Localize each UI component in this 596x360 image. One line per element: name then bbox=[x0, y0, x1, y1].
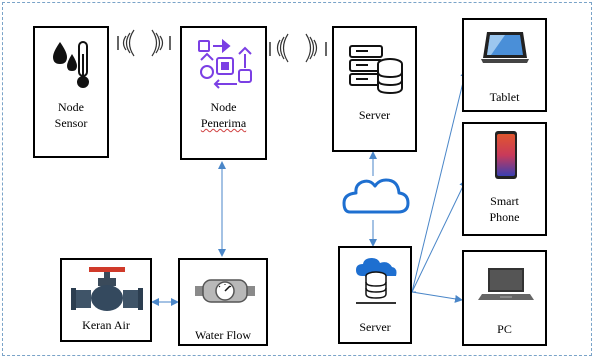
water-drops-thermometer-icon bbox=[53, 41, 89, 88]
keran-air-box: Keran Air bbox=[60, 258, 152, 342]
pc-label: PC bbox=[497, 322, 512, 336]
connector-server-tablet bbox=[411, 69, 469, 293]
pc-box: PC bbox=[462, 250, 547, 346]
water-valve-icon bbox=[71, 267, 143, 311]
keran-air-label: Keran Air bbox=[82, 318, 130, 332]
cloud-server-icon bbox=[356, 258, 397, 304]
laptop-icon bbox=[478, 268, 534, 300]
server-database-icon bbox=[349, 45, 403, 95]
smart-phone-box: Smart Phone bbox=[462, 122, 547, 236]
node-sensor-box: Node Sensor bbox=[33, 26, 109, 158]
tablet-label: Tablet bbox=[489, 90, 520, 104]
node-penerima-box: Node Penerima bbox=[180, 26, 267, 160]
server-top-box: Server bbox=[332, 26, 417, 152]
node-sensor-label-line2: Sensor bbox=[54, 116, 88, 130]
smart-phone-label-line2: Phone bbox=[489, 210, 520, 224]
processing-cycle-icon bbox=[198, 38, 252, 89]
connector-server-phone bbox=[411, 179, 467, 293]
node-penerima-label-line2: Penerima bbox=[182, 116, 265, 131]
flow-meter-icon bbox=[195, 279, 255, 303]
wireless-signal-icon bbox=[269, 33, 327, 63]
connector-server-pc bbox=[411, 291, 463, 303]
server-bottom-box: Server bbox=[338, 246, 412, 344]
server-top-label: Server bbox=[358, 108, 391, 122]
tablet-box: Tablet bbox=[462, 18, 547, 112]
node-sensor-label-line1: Node bbox=[58, 100, 84, 114]
smartphone-icon bbox=[495, 131, 517, 179]
node-penerima-label-line1: Node bbox=[210, 100, 237, 114]
cloud-icon bbox=[342, 178, 410, 214]
node-penerima-label-text: Penerima bbox=[200, 116, 247, 130]
tablet-icon bbox=[481, 32, 529, 63]
server-bottom-label: Server bbox=[359, 320, 391, 334]
smart-phone-label-line1: Smart bbox=[490, 194, 519, 208]
water-flow-box: Water Flow bbox=[178, 258, 268, 346]
wireless-signal-icon bbox=[117, 29, 171, 57]
water-flow-label: Water Flow bbox=[194, 328, 252, 342]
dashed-frame bbox=[2, 2, 592, 356]
